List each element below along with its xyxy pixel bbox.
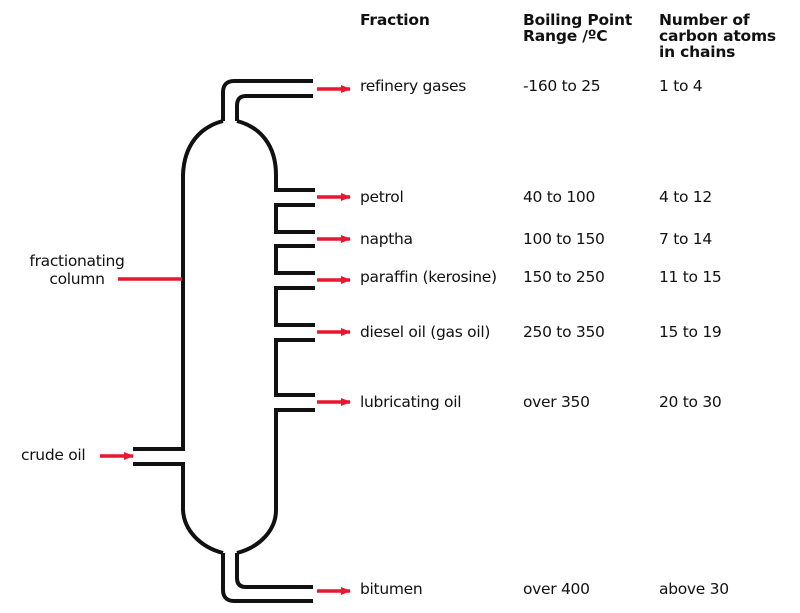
bottom-pipe-inner [235, 553, 313, 589]
fraction-carbon-count: 15 to 19 [659, 323, 722, 341]
bottom-pipe-outer [221, 553, 313, 603]
fraction-boiling-range: over 400 [523, 580, 590, 598]
fraction-boiling-range: -160 to 25 [523, 77, 601, 95]
fraction-boiling-range: 40 to 100 [523, 188, 596, 206]
column-right-dome [236, 119, 315, 192]
arrows [100, 85, 351, 595]
column-left-wall-lower [133, 462, 224, 555]
fraction-carbon-count: 1 to 4 [659, 77, 703, 95]
outlet-bracket-diesel-lubricating [274, 338, 315, 397]
header-fraction: Fraction [360, 11, 430, 29]
header-carbon-line2: carbon atoms [659, 27, 776, 45]
label-crude-oil: crude oil [21, 446, 86, 464]
fraction-carbon-count: 4 to 12 [659, 188, 712, 206]
column-outline [133, 79, 315, 603]
fraction-boiling-range: 100 to 150 [523, 230, 605, 248]
fraction-name: diesel oil (gas oil) [360, 323, 491, 341]
fraction-carbon-count: 20 to 30 [659, 393, 722, 411]
label-fractionating-column: fractionating column [20, 252, 134, 288]
fraction-carbon-count: 7 to 14 [659, 230, 712, 248]
outlet-bracket-naptha-paraffin [274, 244, 315, 275]
fraction-name: refinery gases [360, 77, 466, 95]
top-pipe-outer [221, 79, 313, 121]
outlet-bracket-petrol-naptha [274, 203, 315, 234]
column-right-wall-lower [236, 408, 315, 555]
column-left-wall-upper [133, 119, 224, 451]
header-carbon-line3: in chains [659, 43, 736, 61]
fraction-carbon-count: above 30 [659, 580, 729, 598]
fraction-carbon-count: 11 to 15 [659, 268, 722, 286]
top-pipe-inner [235, 94, 313, 121]
header-boiling-point-line1: Boiling Point [523, 11, 633, 29]
fraction-boiling-range: over 350 [523, 393, 590, 411]
fraction-boiling-range: 150 to 250 [523, 268, 605, 286]
fraction-name: bitumen [360, 580, 423, 598]
label-fractionating-column-line1: fractionating [29, 252, 125, 270]
label-fractionating-column-line2: column [49, 270, 105, 288]
outlet-bracket-paraffin-diesel [274, 286, 315, 327]
fraction-boiling-range: 250 to 350 [523, 323, 605, 341]
fraction-name: lubricating oil [360, 393, 462, 411]
header-boiling-point: Boiling Point Range /ºC [523, 12, 632, 44]
header-carbon-atoms: Number of carbon atoms in chains [659, 12, 776, 60]
fraction-name: paraffin (kerosine) [360, 268, 497, 286]
header-carbon-line1: Number of [659, 11, 750, 29]
fraction-name: naptha [360, 230, 413, 248]
header-boiling-point-line2: Range /ºC [523, 27, 608, 45]
fraction-name: petrol [360, 188, 404, 206]
